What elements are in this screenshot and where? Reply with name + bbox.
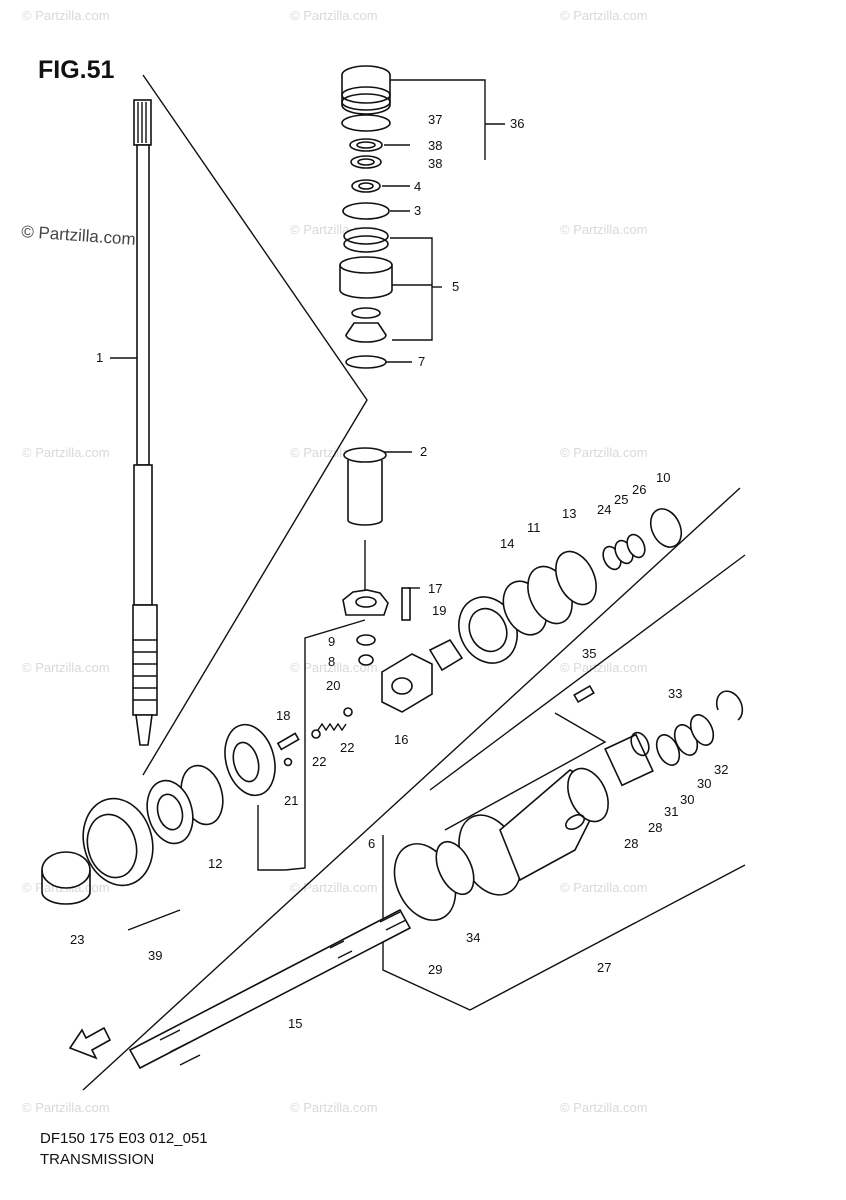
callout-17: 17 — [428, 581, 442, 596]
watermark: © Partzilla.com — [560, 660, 648, 675]
part-37-bearing-housing — [341, 65, 391, 132]
part-3-shim — [342, 202, 390, 220]
callout-20: 20 — [326, 678, 340, 693]
watermark: © Partzilla.com — [560, 1100, 648, 1115]
callout-28a: 28 — [624, 836, 638, 851]
part-1-drive-shaft — [132, 99, 158, 746]
part-5-taper-bearing — [339, 227, 393, 343]
callout-2: 2 — [420, 444, 427, 459]
callout-labels: 1 2 3 4 5 6 7 8 9 10 11 12 13 14 15 16 1… — [70, 112, 728, 1031]
callout-38b: 38 — [428, 156, 442, 171]
watermark: © Partzilla.com — [290, 8, 378, 23]
part-7-circlip — [345, 355, 387, 369]
callout-18: 18 — [276, 708, 290, 723]
part-17-pin — [401, 587, 411, 621]
callout-34: 34 — [466, 930, 480, 945]
part-27-prop-shaft-housing — [458, 767, 609, 896]
callout-23: 23 — [70, 932, 84, 947]
callout-31: 31 — [664, 804, 678, 819]
part-23-bearing-cup — [41, 851, 91, 905]
callout-7: 7 — [418, 354, 425, 369]
callout-11: 11 — [527, 520, 541, 535]
watermark: © Partzilla.com — [560, 222, 648, 237]
watermark: © Partzilla.com — [290, 880, 378, 895]
part-21-pin — [283, 757, 293, 767]
part-38-seals — [349, 138, 383, 169]
part-8-pin — [358, 654, 374, 666]
callout-19: 19 — [432, 603, 446, 618]
callout-12: 12 — [208, 856, 222, 871]
callout-30b: 30 — [697, 776, 711, 791]
callout-8: 8 — [328, 654, 335, 669]
part-pinion-gear — [342, 589, 389, 616]
part-9-washer — [356, 634, 376, 646]
callout-29: 29 — [428, 962, 442, 977]
diagram-code: DF150 175 E03 012_051 — [40, 1130, 208, 1147]
callout-35: 35 — [582, 646, 596, 661]
watermark: © Partzilla.com — [22, 8, 110, 23]
callout-4: 4 — [414, 179, 421, 194]
callout-14: 14 — [500, 536, 514, 551]
callout-24: 24 — [597, 502, 611, 517]
callout-38a: 38 — [428, 138, 442, 153]
watermark: © Partzilla.com — [22, 660, 110, 675]
watermark: © Partzilla.com — [22, 445, 110, 460]
callout-30a: 30 — [680, 792, 694, 807]
part-4-bearing — [351, 179, 381, 193]
watermark: © Partzilla.com — [290, 1100, 378, 1115]
callout-36: 36 — [510, 116, 524, 131]
part-22-balls — [311, 707, 353, 739]
part-2-sleeve — [343, 447, 387, 526]
callout-5: 5 — [452, 279, 459, 294]
group-outline-lines — [82, 74, 746, 1091]
part-33-circlip — [715, 690, 744, 721]
callout-22a: 22 — [312, 754, 326, 769]
callout-27: 27 — [597, 960, 611, 975]
callout-6: 6 — [368, 836, 375, 851]
callout-15: 15 — [288, 1016, 302, 1031]
part-34-bearing — [435, 840, 475, 896]
callout-16: 16 — [394, 732, 408, 747]
callout-33: 33 — [668, 686, 682, 701]
callout-9: 9 — [328, 634, 335, 649]
part-10-circlip — [649, 508, 683, 548]
callout-32: 32 — [714, 762, 728, 777]
callout-25: 25 — [614, 492, 628, 507]
part-31-30-32-seals — [655, 714, 715, 766]
part-15-propeller-shaft — [128, 908, 412, 1070]
callout-13: 13 — [562, 506, 576, 521]
watermark: © Partzilla.com — [290, 660, 378, 675]
figure-title: FIG.51 — [38, 56, 115, 84]
watermark: © Partzilla.com — [560, 8, 648, 23]
part-35-bolt — [573, 684, 595, 704]
watermark: © Partzilla.com — [560, 880, 648, 895]
part-39-bearing — [82, 797, 154, 887]
part-reverse-bevel-gear — [224, 723, 276, 797]
part-clutch-ring — [428, 638, 464, 672]
callout-28b: 28 — [648, 820, 662, 835]
leader-lines — [110, 79, 505, 590]
callout-22b: 22 — [340, 740, 354, 755]
diagram-caption: TRANSMISSION — [40, 1151, 155, 1168]
part-20-spring — [317, 722, 347, 732]
callout-39a: 39 — [148, 948, 162, 963]
callout-1: 1 — [96, 350, 103, 365]
watermark: © Partzilla.com — [22, 1100, 110, 1115]
part-18-pin — [276, 732, 300, 751]
part-13-shim — [555, 550, 597, 606]
callout-37: 37 — [428, 112, 442, 127]
part-bearing-outer-race — [146, 779, 194, 845]
watermark: © Partzilla.com — [560, 445, 648, 460]
part-24-25-26-rings — [602, 533, 646, 571]
callout-3: 3 — [414, 203, 421, 218]
part-16-clutch-dog — [381, 653, 433, 713]
callout-21: 21 — [284, 793, 298, 808]
callout-10: 10 — [656, 470, 670, 485]
callout-26: 26 — [632, 482, 646, 497]
part-28-bearing — [604, 731, 654, 787]
forward-direction-arrow — [68, 1026, 112, 1060]
